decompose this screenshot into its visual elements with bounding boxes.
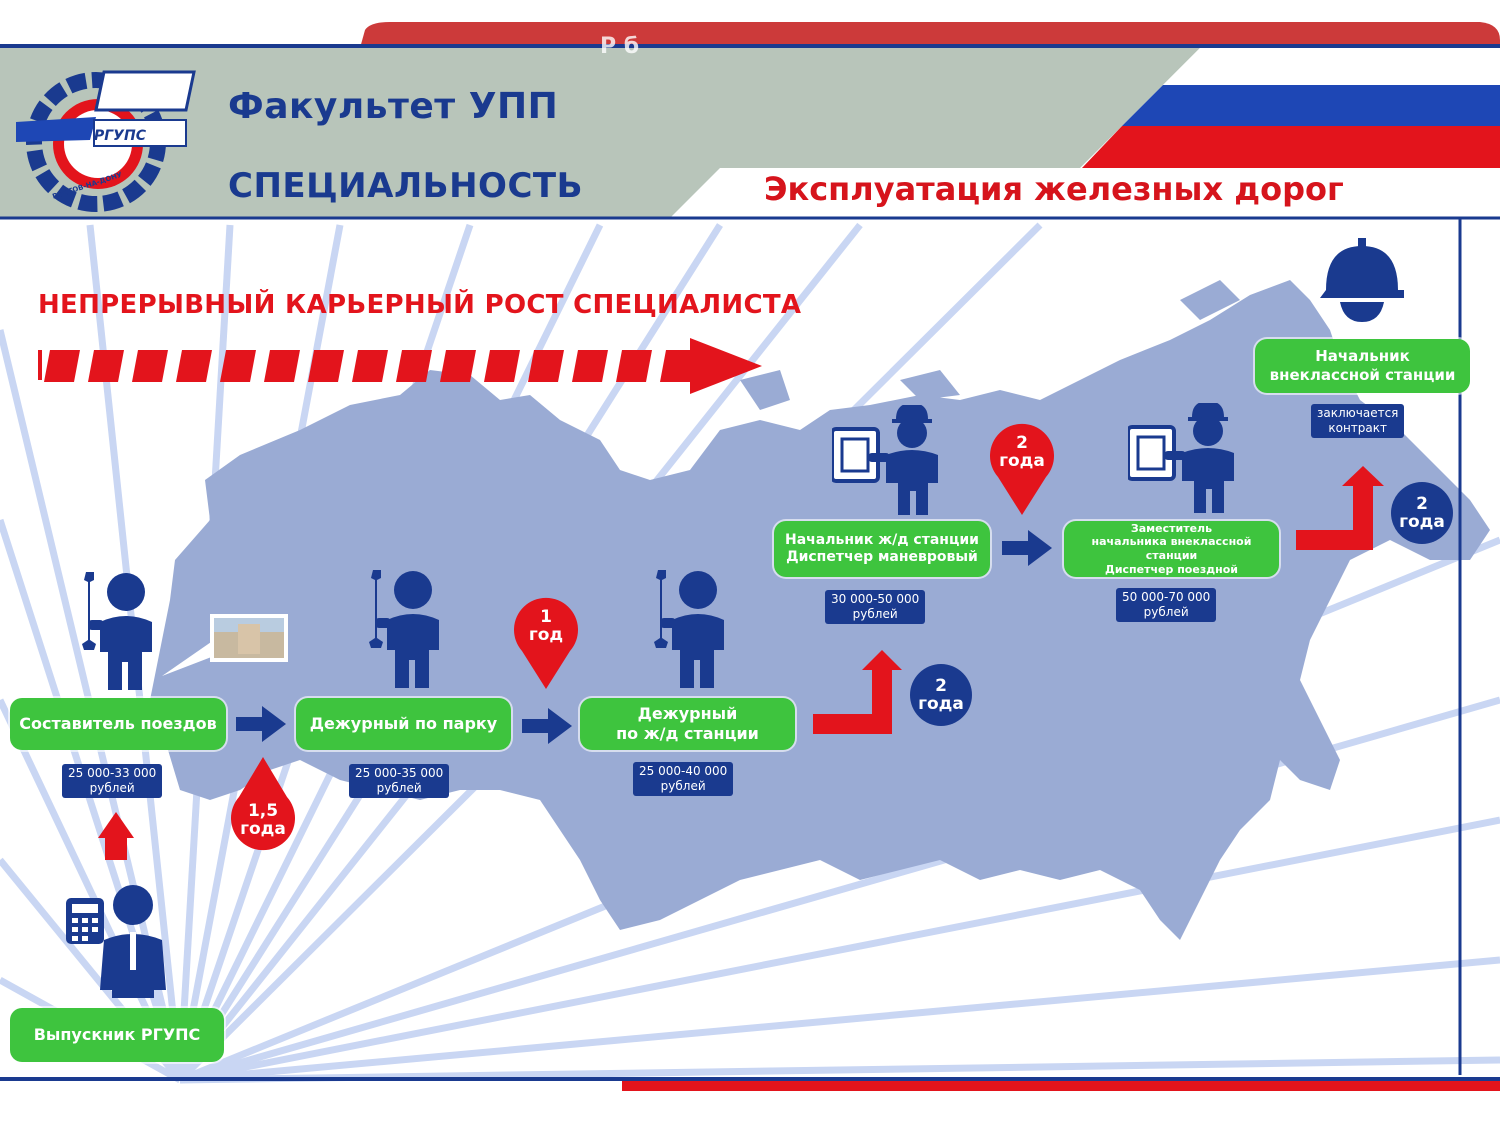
specialty-label: СПЕЦИАЛЬНОСТЬ	[228, 166, 584, 206]
position-station-head: Начальник ж/д станции Диспетчер маневров…	[774, 521, 990, 577]
position-train-composer: Составитель поездов	[10, 698, 226, 750]
salary-train-composer: 25 000-33 000 рублей	[62, 764, 163, 798]
position-station-duty: Дежурный по ж/д станции	[580, 698, 795, 750]
dashed-red-arrow	[38, 338, 762, 394]
position-top-head: Начальник внеклассной станции	[1255, 339, 1470, 393]
salary-deputy: 50 000-70 000 рублей	[1116, 588, 1217, 622]
station-photo	[162, 614, 288, 676]
duration-circle-b: 2 года	[1391, 482, 1453, 544]
logo-text: РГУПС	[94, 128, 146, 144]
career-growth-title: НЕПРЕРЫВНЫЙ КАРЬЕРНЫЙ РОСТ СПЕЦИАЛИСТА	[38, 290, 802, 320]
helmet-icon	[1320, 238, 1404, 322]
duration-pin-1-5: 1,5 года	[240, 801, 286, 839]
duration-circle-a: 2 года	[910, 664, 972, 726]
salary-top-head: заключается контракт	[1311, 404, 1405, 438]
red-step-arrow-3	[1296, 466, 1384, 550]
salary-station-head: 30 000-50 000 рублей	[825, 590, 926, 624]
red-step-arrow-2	[813, 650, 902, 734]
duration-pin-2: 2 года	[999, 433, 1045, 471]
position-deputy: Заместитель начальника внеклассной станц…	[1064, 521, 1279, 577]
salary-park-duty: 25 000-35 000 рублей	[349, 764, 450, 798]
graduate-figure	[66, 885, 166, 998]
position-park-duty: Дежурный по парку	[296, 698, 511, 750]
red-step-arrow-1	[98, 812, 134, 860]
top-faded-text: Р б	[600, 34, 640, 59]
salary-station-duty: 25 000-40 000 рублей	[633, 762, 734, 796]
duration-pin-1: 1 год	[528, 607, 564, 645]
rgups-logo	[16, 70, 196, 212]
position-graduate: Выпускник РГУПС	[10, 1008, 224, 1062]
faculty-title: Факультет УПП	[228, 86, 559, 127]
specialty-name: Эксплуатация железных дорог	[764, 170, 1344, 208]
